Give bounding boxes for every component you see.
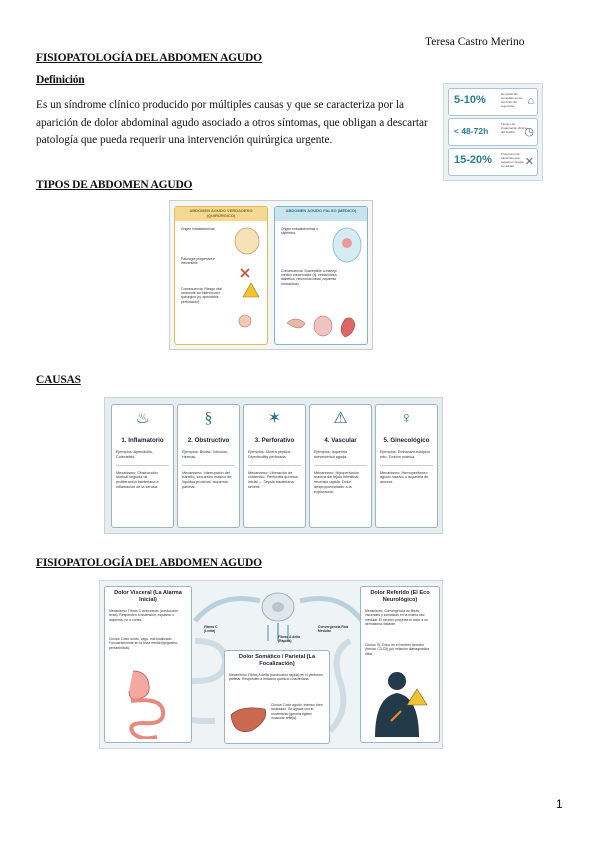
- causes-figure: ♨ 1. Inflamatorio Ejemplos: Apendicitis,…: [104, 397, 443, 534]
- somatic-clinic: Clínica: Dolor agudo, intenso, bien loca…: [271, 703, 323, 720]
- physiopathology-figure: Dolor Visceral (La Alarma Inicial) Mecan…: [99, 580, 443, 749]
- type-item: Consecuencia: Riesgo vital inminente sin…: [181, 287, 222, 304]
- cause-mechanism: Mecanismo: Interrupción del tránsito, se…: [182, 470, 232, 489]
- false-abdomen-title: ABDOMEN AGUDO FALSO (MÉDICO): [275, 207, 367, 221]
- page-number: 1: [556, 797, 563, 811]
- somatic-title: Dolor Somático / Parietal (La Focalizaci…: [238, 654, 316, 667]
- torso-illustration: [332, 227, 362, 263]
- cause-examples: Ejemplos: Úlcera péptica, Diverticulitis…: [248, 450, 292, 459]
- referred-pain-panel: Dolor Referido (El Eco Neurológico) Meca…: [360, 586, 440, 743]
- cause-examples: Ejemplos: Isquemia mesentérica aguda.: [314, 450, 348, 459]
- cause-mechanism: Mecanismo: Liberación de contenido. Peri…: [248, 470, 298, 489]
- physiopathology-heading: FISIOPATOLOGÍA DEL ABDOMEN AGUDO: [36, 557, 262, 569]
- referred-clinic: Clínica: Ej. Dolor en el hombro derecho …: [365, 643, 430, 656]
- burst-icon: ✶: [267, 410, 282, 427]
- stat-value: 5-10%: [454, 94, 486, 106]
- cause-examples: Ejemplos: Embarazo ectópico roto, Torsió…: [380, 450, 431, 459]
- stat-text: Tiempo de instauración clínica del cuadr…: [501, 122, 527, 134]
- cause-card: ✶ 3. Perforativo Ejemplos: Úlcera péptic…: [243, 404, 306, 528]
- stat-text: Proporción de pacientes que requieren ci…: [501, 152, 524, 168]
- liver-illustration: [230, 707, 266, 732]
- false-abdomen-column: ABDOMEN AGUDO FALSO (MÉDICO) Origen extr…: [274, 206, 368, 345]
- vessel-icon: ⚠: [333, 410, 348, 427]
- true-abdomen-column: ABDOMEN AGUDO VERDADERO (QUIRÚRGICO) Ori…: [174, 206, 268, 345]
- cause-card: ⚠ 4. Vascular Ejemplos: Isquemia mesenté…: [309, 404, 372, 528]
- stats-figure: 5-10% De todas las consultas en los serv…: [443, 83, 543, 181]
- intestine-icon: §: [204, 410, 213, 427]
- somatic-pain-panel: Dolor Somático / Parietal (La Focalizaci…: [224, 650, 330, 744]
- cause-card: § 2. Obstructivo Ejemplos: Bridas, Vólvu…: [177, 404, 240, 528]
- types-heading: TIPOS DE ABDOMEN AGUDO: [36, 179, 193, 191]
- convergencia-label: Convergencia Raíz Medular: [318, 625, 349, 634]
- referred-mechanism: Mecanismo: Convergencia de fibras viscer…: [365, 609, 428, 626]
- true-abdomen-title: ABDOMEN AGUDO VERDADERO (QUIRÚRGICO): [175, 207, 267, 221]
- cause-card: ♀ 5. Ginecológico Ejemplos: Embarazo ect…: [375, 404, 438, 528]
- type-item: Origen extraabdominal o sistémico.: [281, 227, 319, 236]
- stat-row: < 48-72h Tiempo de instauración clínica …: [448, 118, 538, 146]
- cause-examples: Ejemplos: Apendicitis, Colecistitis.: [116, 450, 153, 459]
- definition-text: Es un síndrome clínico producido por múl…: [36, 99, 428, 146]
- definition-heading: Definición: [36, 74, 85, 86]
- types-figure: ABDOMEN AGUDO VERDADERO (QUIRÚRGICO) Ori…: [169, 200, 373, 350]
- type-item: Consecuencia: Susceptible a manejo médic…: [281, 269, 337, 286]
- visceral-mechanism: Mecanismo: Fibras C autónomas (conducció…: [109, 609, 178, 622]
- stat-value: < 48-72h: [454, 126, 489, 136]
- somatic-mechanism: Mecanismo: Fibras A delta (conducción rá…: [229, 673, 323, 682]
- stat-text: De todas las consultas en los servicios …: [501, 92, 523, 108]
- stat-value: 15-20%: [454, 154, 492, 166]
- nerve-pathways: [171, 592, 365, 734]
- visceral-title: Dolor Visceral (La Alarma Inicial): [114, 590, 182, 603]
- patient-silhouette: [375, 672, 428, 737]
- divider: [380, 464, 433, 466]
- hospital-icon: ⌂: [527, 95, 534, 107]
- stat-row: 15-20% Proporción de pacientes que requi…: [448, 148, 538, 176]
- organs-illustration: [286, 315, 356, 338]
- cause-card: ♨ 1. Inflamatorio Ejemplos: Apendicitis,…: [111, 404, 174, 528]
- type-item: Origen intraabdominal.: [181, 227, 216, 231]
- cause-mechanism: Mecanismo: Obstrucción luminal seguida d…: [116, 470, 159, 489]
- cause-mechanism: Mecanismo: Hipoperfusión masiva del teji…: [314, 470, 360, 494]
- causes-heading: CAUSAS: [36, 374, 81, 386]
- cause-title: 2. Obstructivo: [187, 437, 230, 444]
- cause-title: 3. Perforativo: [254, 437, 295, 444]
- stat-row: 5-10% De todas las consultas en los serv…: [448, 88, 538, 116]
- cause-title: 5. Ginecológico: [383, 437, 430, 444]
- cause-examples: Ejemplos: Bridas, Vólvulos, Hernias.: [182, 450, 229, 459]
- fibras-a-label: Fibras A delta (Rápida): [278, 635, 301, 644]
- cause-title: 4. Vascular: [324, 437, 357, 444]
- referred-title: Dolor Referido (El Eco Neurológico): [370, 590, 430, 603]
- clock-icon: ◷: [524, 126, 534, 138]
- uterus-icon: ♀: [400, 410, 413, 427]
- visceral-pain-panel: Dolor Visceral (La Alarma Inicial) Mecan…: [104, 586, 192, 743]
- scissors-icon: ✕: [524, 156, 534, 168]
- divider: [314, 464, 367, 466]
- divider: [116, 464, 169, 466]
- visceral-clinic: Clínica: Dolor sordo, vago, mal localiza…: [109, 637, 179, 650]
- fibras-c-label: Fibras C (Lenta): [204, 625, 218, 634]
- author-name: Teresa Castro Merino: [425, 36, 525, 48]
- cause-mechanism: Mecanismo: Hemoperitoneo agudo masivo o …: [380, 470, 429, 485]
- cause-title: 1. Inflamatorio: [121, 437, 164, 444]
- flame-icon: ♨: [135, 410, 150, 427]
- abdomen-illustration: [234, 227, 260, 328]
- page-title: FISIOPATOLOGÍA DEL ABDOMEN AGUDO: [36, 52, 262, 64]
- divider: [248, 464, 301, 466]
- digestive-illustration: [128, 670, 166, 739]
- type-item: Patología progresiva e irreversible.: [181, 257, 215, 266]
- divider: [182, 464, 235, 466]
